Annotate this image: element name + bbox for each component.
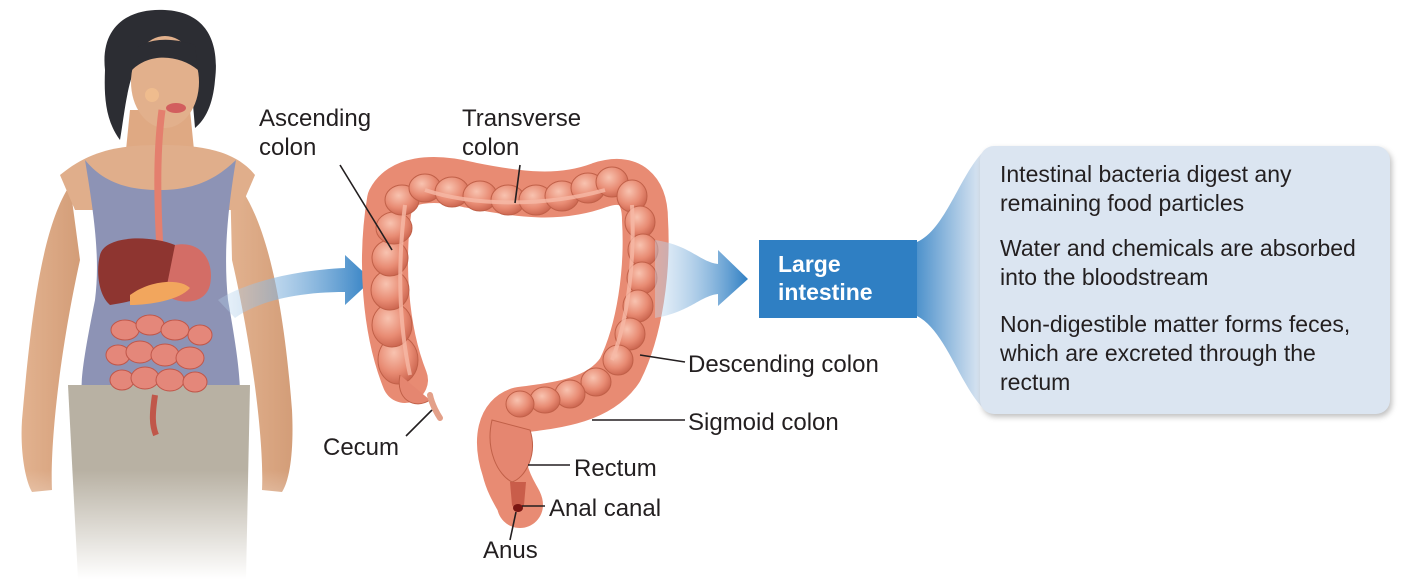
haustra-segment (375, 211, 413, 245)
haustra-segment (624, 205, 656, 239)
label-sigmoid-colon: Sigmoid colon (688, 409, 839, 436)
haustra-segment (602, 344, 634, 376)
label-anus: Anus (483, 537, 538, 564)
label-rectum: Rectum (574, 455, 657, 482)
haustra-segment (580, 367, 612, 397)
label-ascending-colon: Ascending colon (259, 105, 372, 161)
arrow-to-colon (218, 255, 372, 318)
large-intestine-illustration (362, 157, 669, 528)
label-cecum: Cecum (323, 434, 400, 461)
fact-item: Non-digestible matter forms feces, which… (1000, 311, 1351, 395)
function-info-panel: Intestinal bacteria digest any remaining… (980, 146, 1390, 414)
label-anal-canal: Anal canal (549, 495, 662, 522)
arrow-to-large-intestine (655, 240, 748, 318)
haustra-segment (505, 390, 535, 418)
label-transverse-colon: Transverse colon (462, 105, 582, 161)
leader-lines (339, 164, 686, 541)
callout-funnel (917, 152, 983, 408)
fact-item: Intestinal bacteria digest any remaining… (1000, 161, 1292, 216)
woman-figure (0, 9, 300, 579)
label-descending-colon: Descending colon (688, 351, 879, 378)
large-intestine-label: Large intestine (778, 251, 873, 305)
haustra-segment (529, 386, 561, 414)
fact-item: Water and chemicals are absorbed into th… (1000, 235, 1356, 290)
large-intestine-box: Large intestine (759, 240, 917, 318)
